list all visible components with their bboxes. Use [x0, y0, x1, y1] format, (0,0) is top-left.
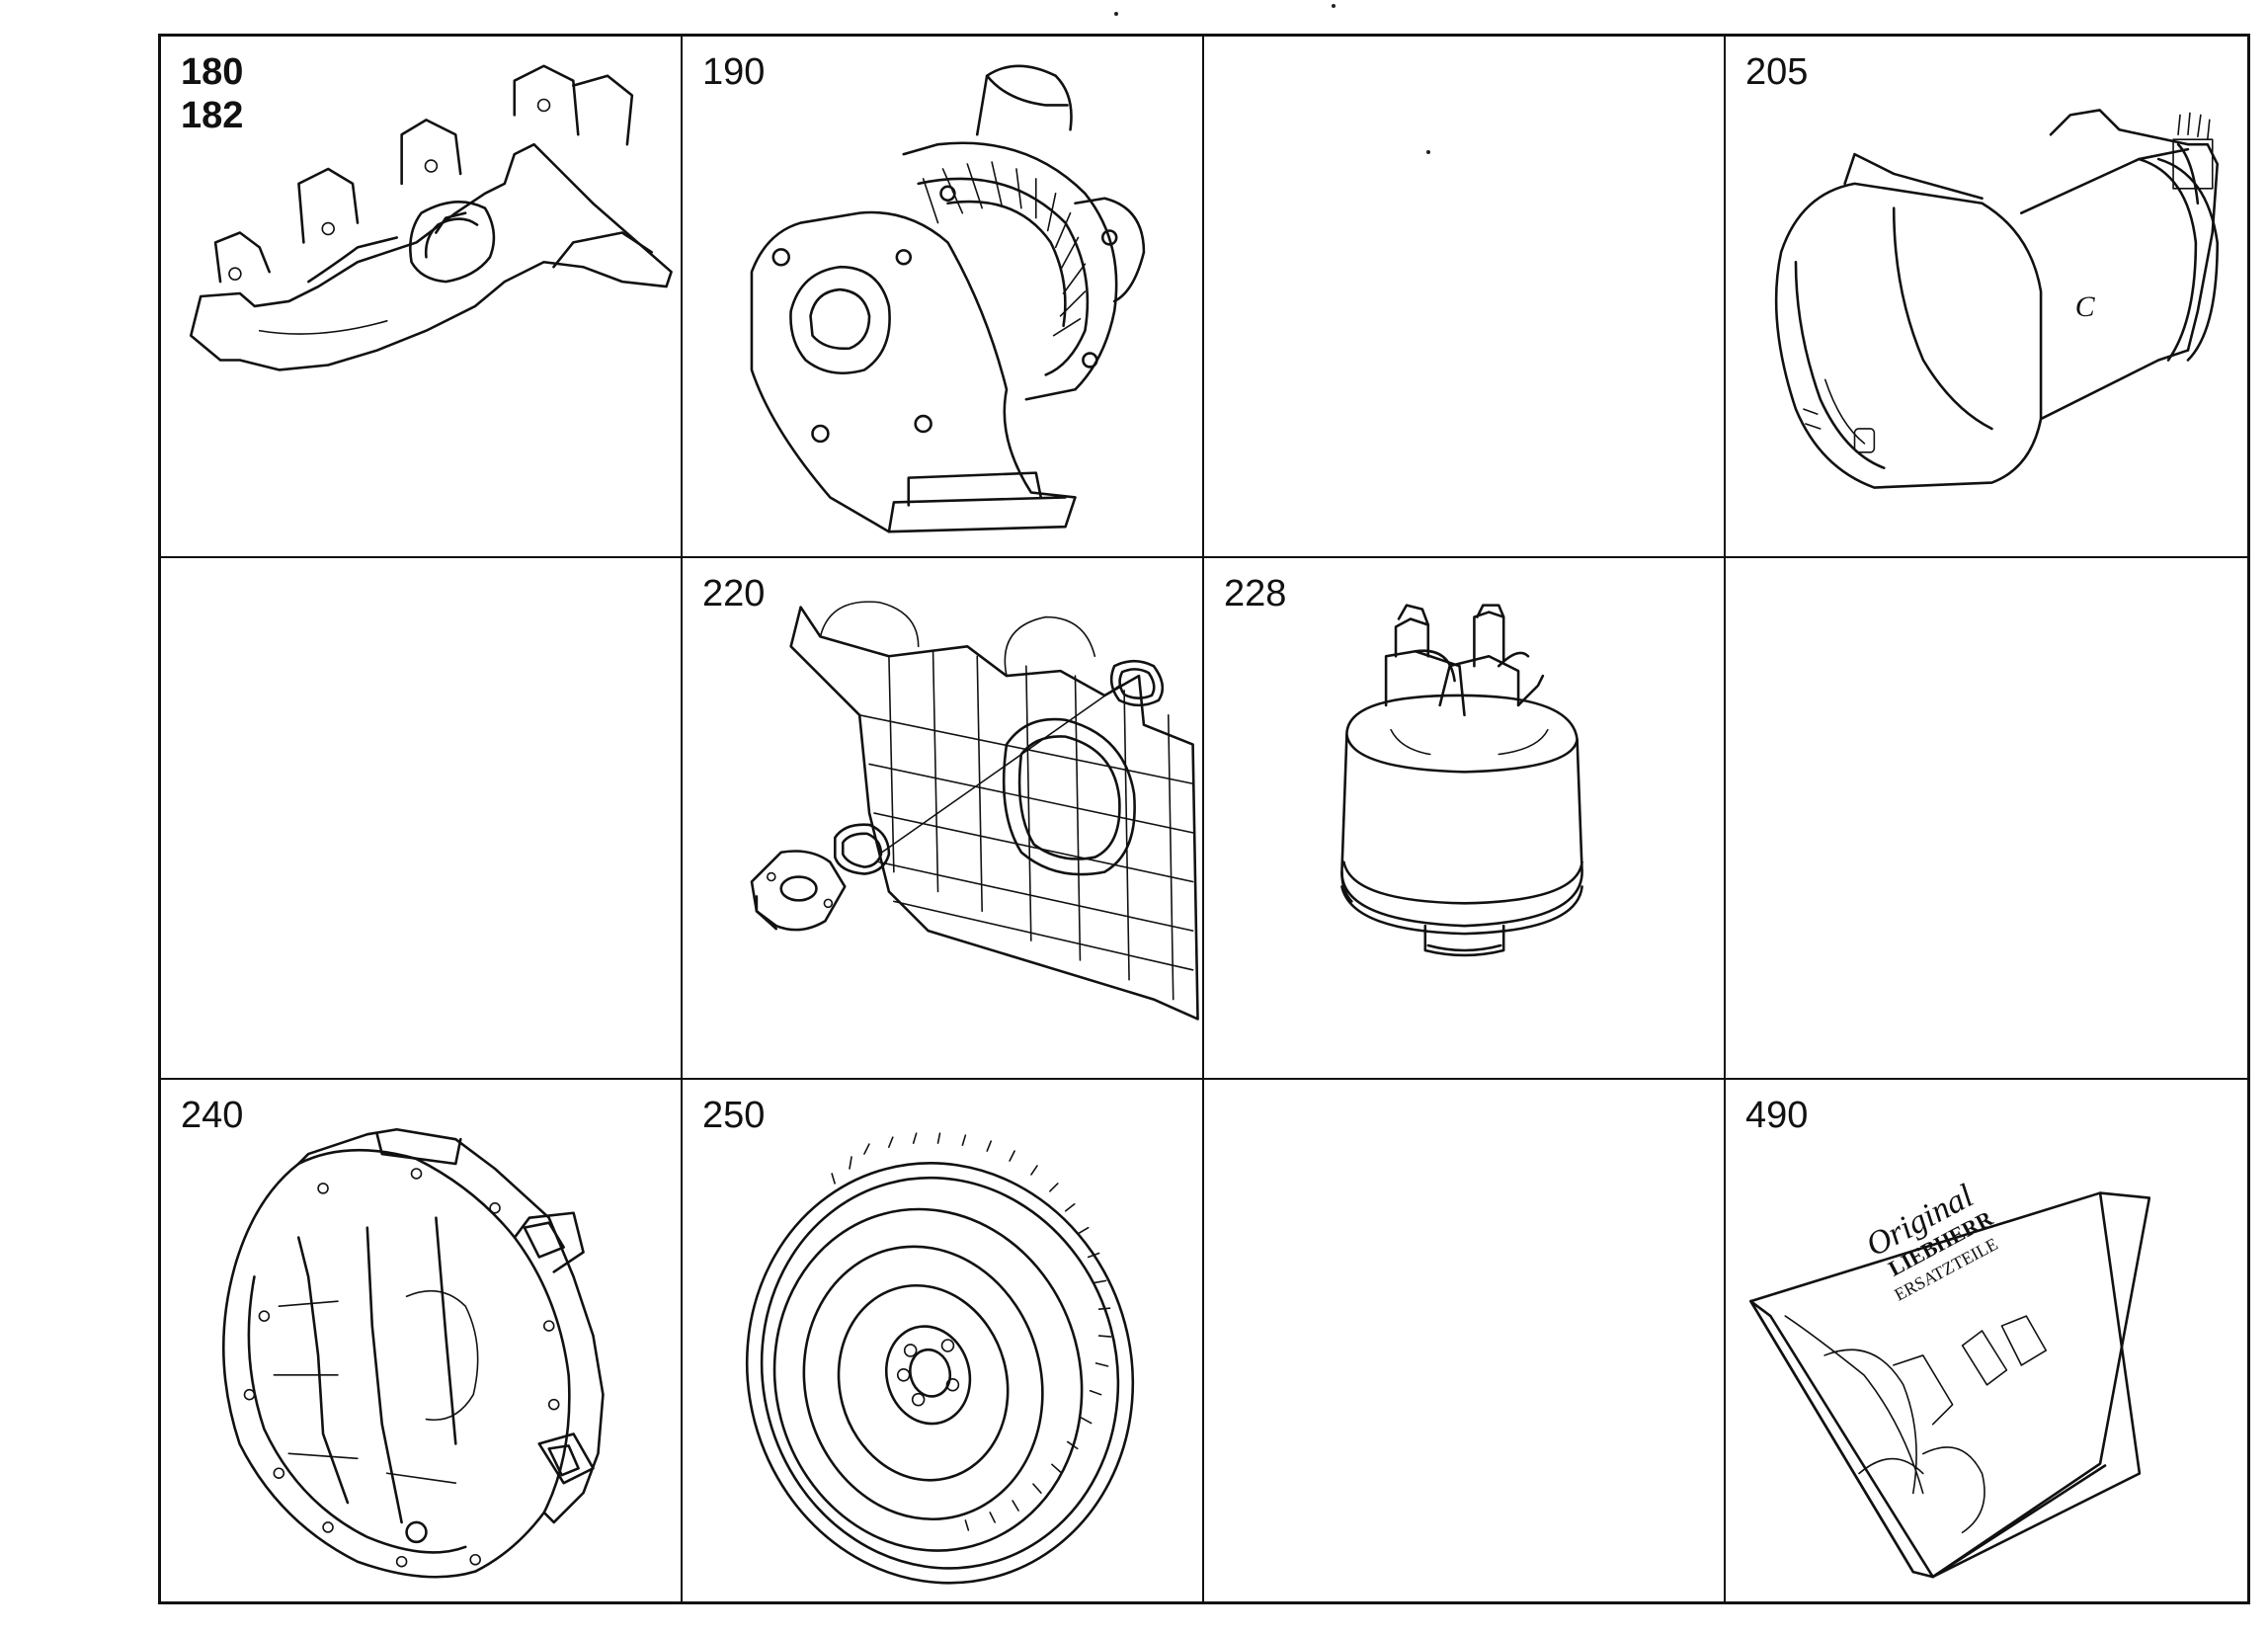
cell-empty-2 [161, 558, 683, 1080]
motor-letter: C [2075, 290, 2096, 323]
pressure-switch-icon [1340, 604, 1583, 957]
gasket-kit-package-icon: Original LIEBHERR ERSATZTEILE [1749, 1178, 2151, 1579]
cell-490: 490 Original LIEBHERR ERSATZTEILE [1726, 1080, 2247, 1601]
part-number-label: 228 [1224, 573, 1287, 614]
part-number-label: 240 [181, 1095, 244, 1136]
cell-empty-1 [1204, 37, 1726, 558]
exhaust-manifold-icon [189, 64, 673, 371]
starter-motor-icon: C [1774, 109, 2220, 489]
cell-empty-4 [1204, 1080, 1726, 1601]
cell-empty-3 [1726, 558, 2247, 1080]
turbocharger-icon [750, 64, 1146, 533]
cell-180-182: 180 182 [161, 37, 683, 558]
part-number-label: 190 [702, 51, 766, 93]
cell-240: 240 [161, 1080, 683, 1601]
part-number-label: 180 182 [181, 51, 244, 136]
cell-220: 220 [683, 558, 1204, 1080]
flywheel-icon [745, 1132, 1135, 1585]
cell-205: 205 C [1726, 37, 2247, 558]
crankcase-cover-seal-icon [750, 601, 1199, 1021]
scan-speck [1426, 150, 1430, 154]
part-number-label: 490 [1745, 1095, 1809, 1136]
part-number-label: 205 [1745, 51, 1809, 93]
cell-250: 250 [683, 1080, 1204, 1601]
part-number-label: 220 [702, 573, 766, 614]
part-number-label: 250 [702, 1095, 766, 1136]
cell-228: 228 [1204, 558, 1726, 1080]
cell-190: 190 [683, 37, 1204, 558]
scan-speck [1332, 4, 1336, 8]
flywheel-housing-icon [222, 1127, 605, 1579]
scan-speck [1114, 12, 1118, 16]
parts-grid: 180 182 190 [158, 34, 2250, 1604]
